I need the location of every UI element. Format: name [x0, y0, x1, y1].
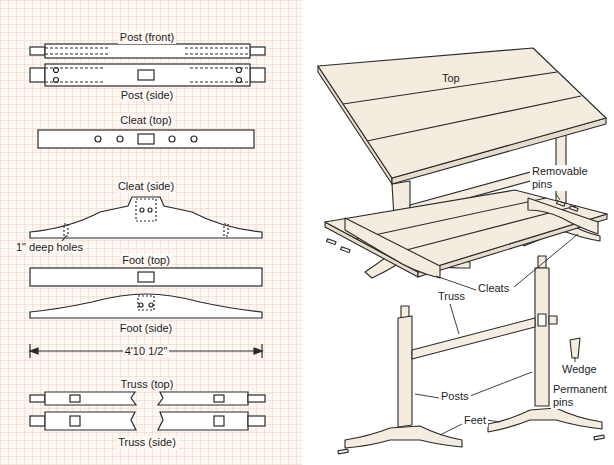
part-label: Permanent pins: [551, 383, 611, 409]
part-label: Post (front): [118, 31, 176, 44]
part-label: Foot (top): [120, 254, 172, 267]
part-label: Cleats: [476, 282, 511, 295]
part-label: 1" deep holes: [14, 241, 85, 254]
part-label: Removable pins: [530, 165, 596, 191]
part-label: Post (side): [119, 89, 176, 102]
part-label: Feet: [462, 414, 488, 427]
part-label: Truss: [436, 290, 467, 303]
part-label: 4'10 1/2": [123, 345, 170, 358]
part-label: Truss (side): [116, 436, 178, 449]
part-label: Truss (top): [119, 378, 176, 391]
part-label: Cleat (side): [116, 180, 176, 193]
part-label: Posts: [439, 390, 471, 403]
part-label: Foot (side): [118, 322, 175, 335]
part-label: Wedge: [560, 363, 599, 376]
part-label: Cleat (top): [118, 114, 173, 127]
part-label: Top: [440, 72, 462, 85]
